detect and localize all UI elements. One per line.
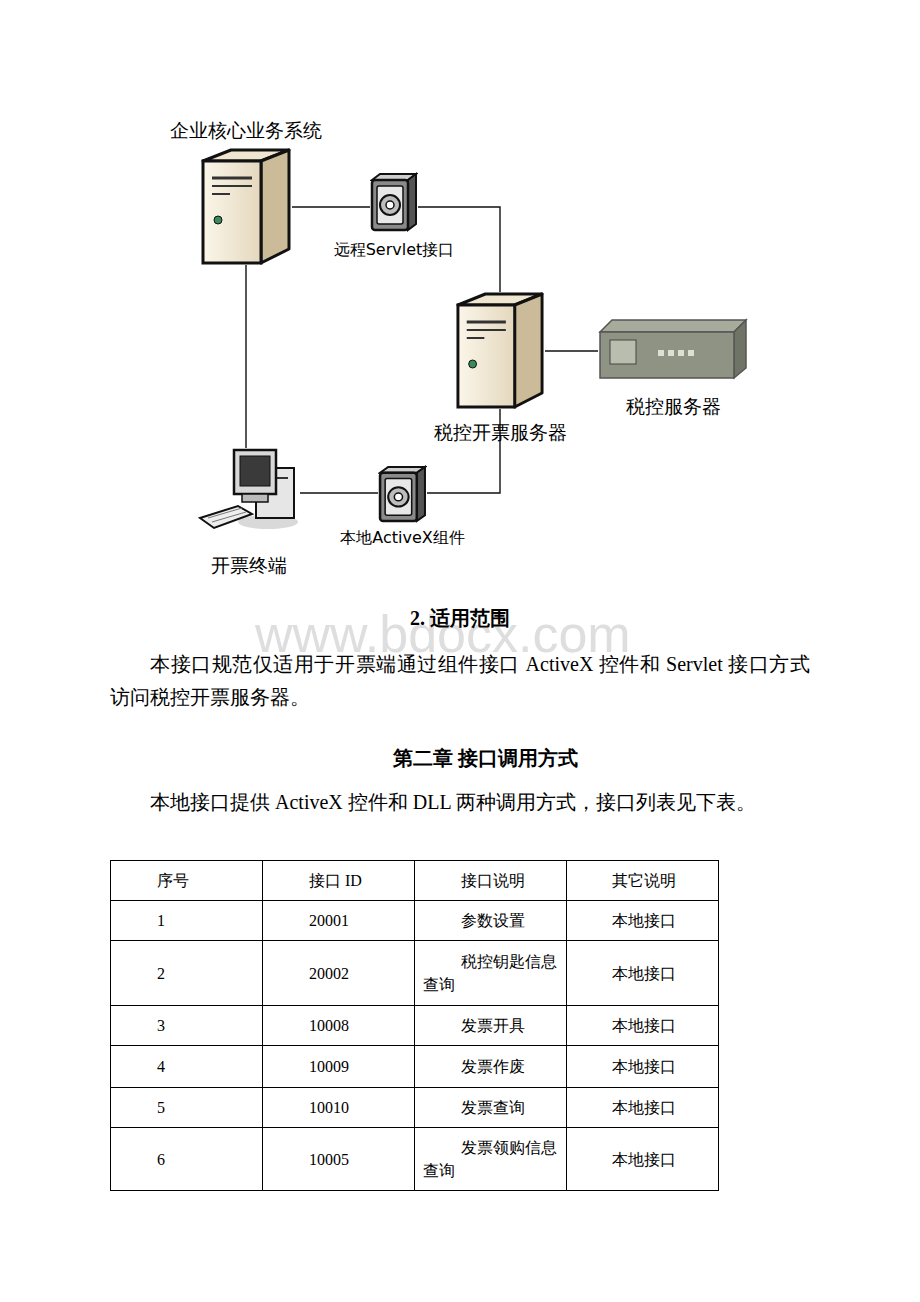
table-cell-text: 本地接口: [567, 905, 718, 936]
table-cell-text: 3: [111, 1010, 262, 1041]
table-cell: 10008: [263, 1006, 415, 1046]
table-cell-text: 序号: [111, 865, 262, 896]
table-cell-text: 本地接口: [567, 1092, 718, 1123]
server-icon: [200, 148, 292, 265]
table-cell-text: 本地接口: [567, 1144, 718, 1175]
table-cell: 本地接口: [567, 1046, 719, 1088]
table-cell-text: 发票作废: [415, 1051, 566, 1082]
table-cell-text: 4: [111, 1051, 262, 1082]
table-cell: 1: [111, 901, 263, 941]
network-device: 本地ActiveX组件: [378, 465, 427, 523]
table-cell: 本地接口: [567, 1006, 719, 1046]
table-cell: 发票领购信息查询: [415, 1128, 567, 1191]
table-cell-text: 10009: [263, 1051, 414, 1082]
network-device: 开票终端: [198, 448, 300, 530]
table-cell-text: 本地接口: [567, 1051, 718, 1082]
device-label: 本地ActiveX组件: [340, 528, 464, 547]
table-cell: 20002: [263, 941, 415, 1006]
table-cell: 接口 ID: [263, 861, 415, 901]
table-cell: 6: [111, 1128, 263, 1191]
table-cell-text: 税控钥匙信息查询: [415, 946, 566, 1000]
table-cell: 其它说明: [567, 861, 719, 901]
table-cell-text: 其它说明: [567, 865, 718, 896]
section-heading: 2. 适用范围: [110, 604, 810, 632]
table-cell-text: 10005: [263, 1144, 414, 1175]
table-cell-text: 接口 ID: [263, 865, 414, 896]
section-heading: 第二章 接口调用方式: [110, 744, 860, 772]
table-cell: 3: [111, 1006, 263, 1046]
table-cell-text: 本地接口: [567, 1010, 718, 1041]
network-link: [245, 265, 246, 448]
network-device: 企业核心业务系统: [200, 148, 292, 265]
table-cell-text: 10008: [263, 1010, 414, 1041]
table-cell: 本地接口: [567, 941, 719, 1006]
table-cell: 参数设置: [415, 901, 567, 941]
table-cell-text: 20002: [263, 958, 414, 989]
table-cell-text: 2: [111, 958, 262, 989]
table-cell: 10009: [263, 1046, 415, 1088]
device-label: 税控服务器: [626, 395, 721, 418]
network-device: 远程Servlet接口: [370, 172, 418, 232]
device-label: 企业核心业务系统: [170, 119, 322, 142]
table-cell-text: 发票查询: [415, 1092, 566, 1123]
table-cell-text: 10010: [263, 1092, 414, 1123]
network-link: [292, 206, 370, 207]
table-cell: 5: [111, 1088, 263, 1128]
table-cell: 本地接口: [567, 901, 719, 941]
pc-icon: [198, 448, 300, 530]
device-label: 远程Servlet接口: [334, 240, 455, 259]
table-cell-text: 本地接口: [567, 958, 718, 989]
table-cell-text: 5: [111, 1092, 262, 1123]
table-cell: 10005: [263, 1128, 415, 1191]
table-cell: 4: [111, 1046, 263, 1088]
device-label: 开票终端: [211, 554, 287, 577]
device-label: 税控开票服务器: [434, 421, 567, 444]
component-icon: [370, 172, 418, 232]
interface-table: 序号接口 ID接口说明其它说明120001参数设置本地接口220002税控钥匙信…: [110, 860, 719, 1191]
body-paragraph: 本地接口提供 ActiveX 控件和 DLL 两种调用方式，接口列表见下表。: [110, 786, 810, 819]
body-paragraph: 本接口规范仅适用于开票端通过组件接口 ActiveX 控件和 Servlet 接…: [110, 648, 810, 714]
table-cell: 发票开具: [415, 1006, 567, 1046]
table-cell-text: 发票开具: [415, 1010, 566, 1041]
table-cell-text: 接口说明: [415, 865, 566, 896]
table-cell: 10010: [263, 1088, 415, 1128]
table-cell: 接口说明: [415, 861, 567, 901]
table-cell: 税控钥匙信息查询: [415, 941, 567, 1006]
component-icon: [378, 465, 427, 523]
table-cell: 2: [111, 941, 263, 1006]
table-cell: 20001: [263, 901, 415, 941]
network-link: [300, 492, 378, 493]
table-cell: 本地接口: [567, 1088, 719, 1128]
table-cell-text: 参数设置: [415, 905, 566, 936]
table-cell: 本地接口: [567, 1128, 719, 1191]
table-cell: 发票作废: [415, 1046, 567, 1088]
network-link: [545, 350, 598, 351]
table-cell-text: 6: [111, 1144, 262, 1175]
table-cell: 发票查询: [415, 1088, 567, 1128]
table-cell-text: 发票领购信息查询: [415, 1132, 566, 1186]
network-device: 税控服务器: [598, 318, 748, 380]
server-icon: [455, 292, 545, 409]
rack-server-icon: [598, 318, 748, 380]
network-device: 税控开票服务器: [455, 292, 545, 409]
table-cell: 序号: [111, 861, 263, 901]
table-cell-text: 20001: [263, 905, 414, 936]
table-cell-text: 1: [111, 905, 262, 936]
